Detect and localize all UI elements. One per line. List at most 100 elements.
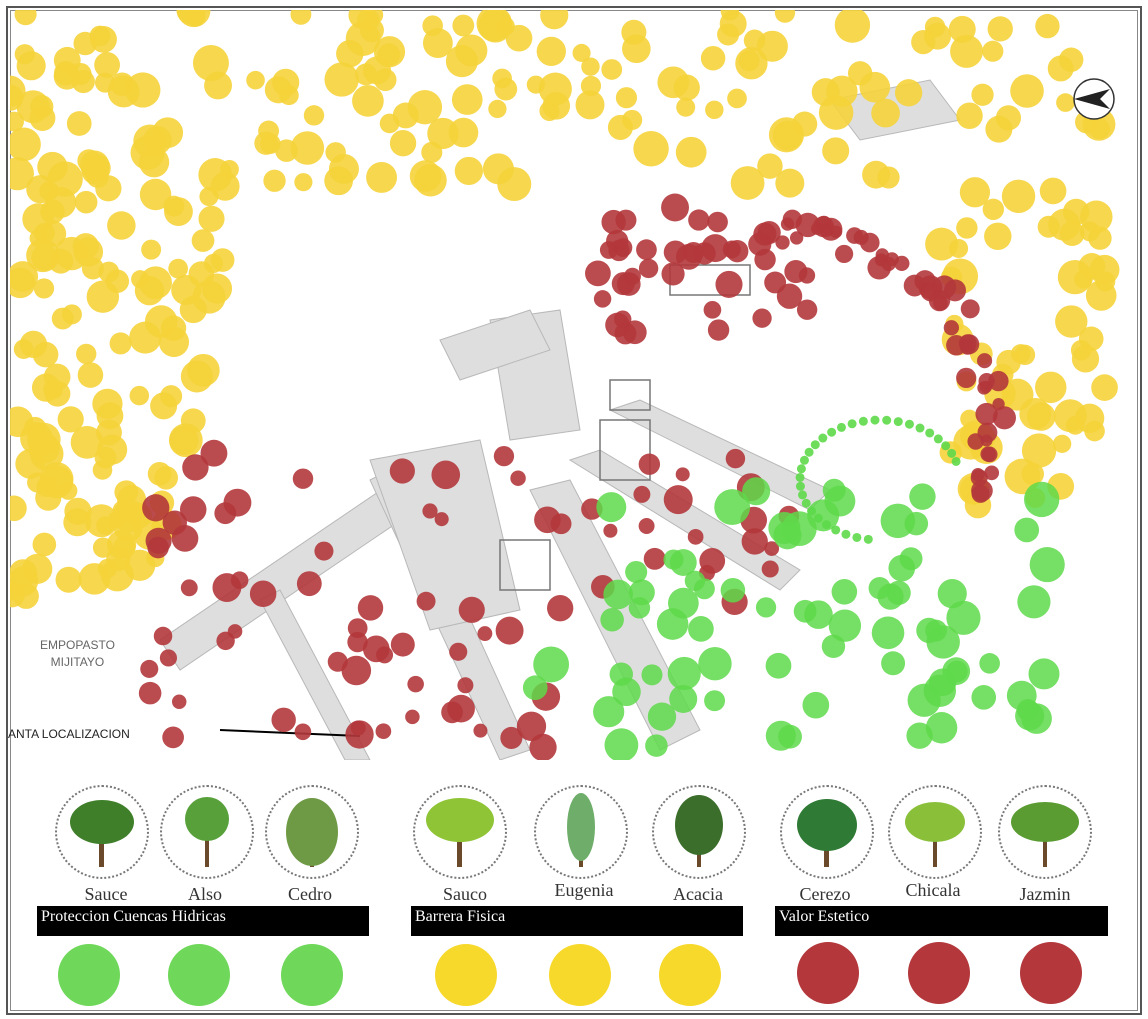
tree-dot (477, 626, 493, 641)
tree-dot (1029, 547, 1065, 583)
tree-dot (755, 597, 777, 618)
tree-dot (36, 476, 57, 498)
tree-dot (61, 304, 82, 325)
tree-dot (81, 257, 104, 280)
tree-dot (390, 632, 415, 657)
tree-dot (641, 664, 663, 686)
tree-dot (540, 10, 569, 30)
tree-dot (877, 166, 900, 189)
tree-name-chicala: Chicala (905, 880, 961, 900)
tree-icon (905, 802, 965, 867)
tree-dot (77, 362, 104, 388)
tree-dot (835, 244, 854, 264)
tree-dot (70, 426, 104, 459)
tree-dot (943, 320, 959, 336)
tree-dot (909, 483, 936, 510)
red-tree-cluster (138, 193, 1016, 760)
tree-dot (847, 419, 857, 429)
tree-dot (377, 43, 401, 66)
tree-dot (859, 232, 880, 253)
tree-dot (757, 153, 783, 179)
tree-dot (212, 573, 242, 602)
swatch-red-3 (1020, 942, 1082, 1004)
tree-dot (717, 23, 740, 46)
tree-dot (63, 508, 92, 537)
tree-dot (754, 248, 776, 271)
tree-dot (389, 130, 417, 157)
tree-dot (94, 446, 117, 469)
tree-dot (505, 24, 533, 52)
tree-dot (661, 262, 685, 286)
tree-dot (347, 631, 368, 653)
tree-dot (341, 655, 372, 686)
tree-dot (1014, 517, 1040, 543)
tree-dot (793, 599, 817, 623)
tree-dot (200, 439, 228, 467)
tree-dot (870, 415, 880, 425)
tree-dot (698, 647, 732, 681)
tree-dot (168, 258, 188, 279)
tree-dot (675, 136, 707, 168)
tree-dot (422, 15, 443, 36)
tree-dot (575, 90, 605, 120)
tree-dot (10, 157, 34, 191)
tree-dot (841, 529, 851, 539)
tree-dot (1024, 481, 1060, 518)
tree-sauco-image (413, 785, 507, 879)
tree-dot (10, 495, 27, 522)
tree-dot (828, 609, 862, 642)
tree-dot (1039, 177, 1067, 205)
tree-dot (992, 406, 1016, 430)
tree-dot (799, 455, 809, 465)
tree-dot (160, 385, 183, 408)
tree-dot (764, 541, 780, 556)
tree-dot (1010, 74, 1044, 108)
tree-dot (138, 147, 170, 178)
tree-dot (434, 512, 449, 527)
tree-dot (114, 480, 139, 504)
tree-dot (880, 503, 916, 539)
tree-dot (357, 595, 384, 621)
tree-sauce-image (55, 785, 149, 879)
swatch-green-1 (58, 944, 120, 1006)
tree-dot (294, 173, 313, 192)
tree-dot (894, 255, 910, 272)
tree-dot (988, 370, 1009, 392)
tree-dot (1074, 270, 1093, 289)
tree-dot (669, 684, 698, 713)
tree-dot (622, 34, 651, 64)
yellow-tree-cluster (10, 10, 1120, 609)
tree-dot (171, 694, 187, 709)
tree-dot (192, 45, 229, 81)
tree-dot (451, 84, 483, 115)
tree-dot (177, 10, 211, 28)
tree-dot (328, 153, 359, 184)
tree-dot (1052, 434, 1072, 453)
tree-dot (246, 70, 265, 90)
tree-dot (720, 10, 740, 21)
tree-dot (775, 168, 805, 198)
tree-dot (421, 141, 443, 163)
tree-dot (152, 117, 184, 149)
tree-dot (292, 468, 314, 489)
tree-dot (765, 652, 792, 679)
tree-dot (633, 485, 651, 503)
tree-dot (773, 521, 802, 550)
tree-dot (249, 580, 277, 607)
tree-dot (1055, 305, 1088, 338)
tree-dot (345, 720, 374, 749)
tree-dot (33, 278, 55, 299)
tree-dot (956, 102, 983, 129)
tree-dot (707, 211, 728, 233)
tree-dot (613, 238, 633, 257)
tree-dot (707, 319, 730, 341)
tree-dot (605, 312, 630, 338)
tree-dot (667, 656, 701, 691)
tree-dot (180, 579, 198, 597)
tree-dot (982, 40, 1004, 62)
tree-dot (933, 295, 948, 311)
tree-dot (795, 472, 805, 482)
tree-dot (730, 166, 765, 200)
scale-bar (219, 729, 361, 737)
tree-dot (447, 694, 475, 723)
